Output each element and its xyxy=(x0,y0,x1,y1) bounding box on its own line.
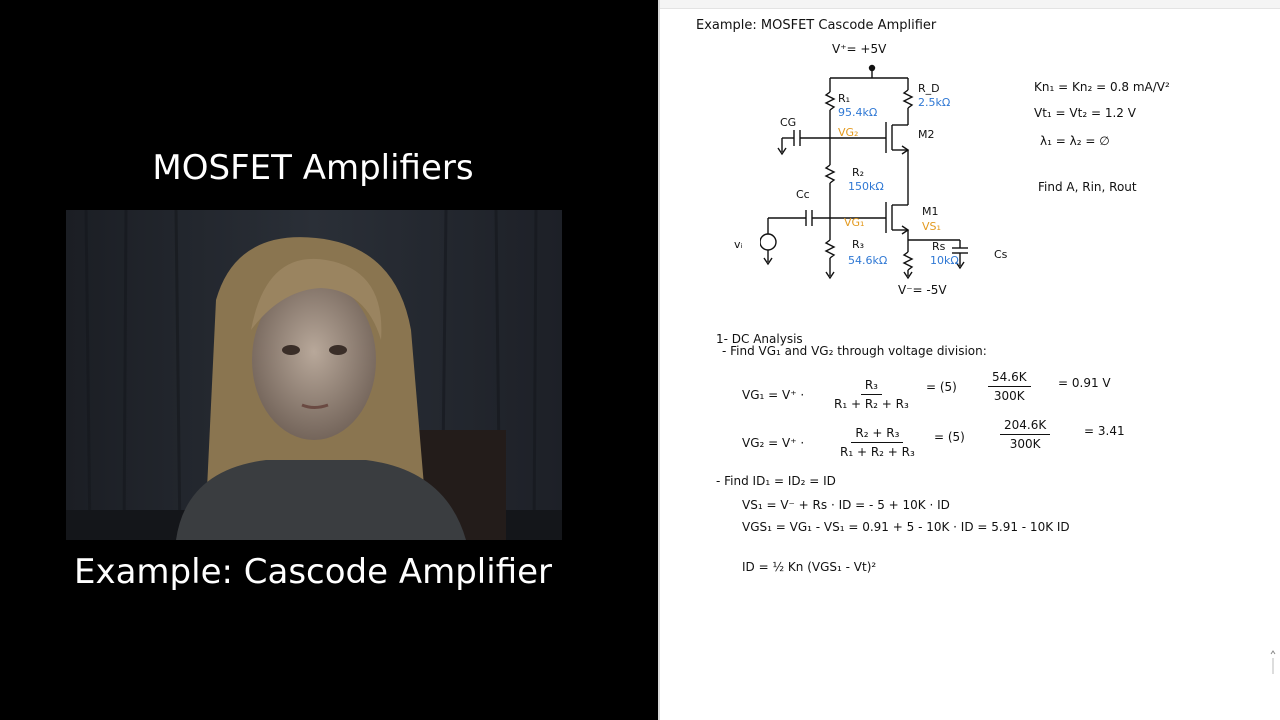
vg1-label: VG₁ xyxy=(844,216,865,229)
eq1-denominator: R₁ + R₂ + R₃ xyxy=(834,397,909,411)
vg2-label: VG₂ xyxy=(838,126,859,139)
eq3: VS₁ = V⁻ + Rs · ID = - 5 + 10K · ID xyxy=(742,498,950,512)
rd-label: R_D xyxy=(918,82,940,95)
m1-label: M1 xyxy=(922,205,939,218)
eq1-numerator: R₃ xyxy=(860,378,882,395)
param-kn: Kn₁ = Kn₂ = 0.8 mA/V² xyxy=(1034,80,1170,94)
eq1-result: = 0.91 V xyxy=(1058,376,1111,390)
eq2-denominator2: 300K xyxy=(1009,437,1041,451)
r3-value: 54.6kΩ xyxy=(848,254,888,267)
eq1-lhs: VG₁ = V⁺ · xyxy=(742,388,805,402)
r2-value: 150kΩ xyxy=(848,180,884,193)
eq1-fraction: R₃ R₁ + R₂ + R₃ xyxy=(830,378,913,411)
presenter-image xyxy=(66,210,562,540)
cg-label: CG xyxy=(780,116,797,129)
r2-label: R₂ xyxy=(852,166,865,179)
r1-value: 95.4kΩ xyxy=(838,106,878,119)
eq1-mid: = (5) xyxy=(926,380,957,394)
cascode-circuit-diagram xyxy=(760,64,968,280)
r3-label: R₃ xyxy=(852,238,865,251)
eq2-numerator: R₂ + R₃ xyxy=(851,426,904,443)
param-lambda: λ₁ = λ₂ = ∅ xyxy=(1040,134,1110,148)
slide-title: MOSFET Amplifiers xyxy=(152,148,474,188)
eq2-fraction2: 204.6K 300K xyxy=(1000,418,1051,451)
webcam-video xyxy=(66,210,562,540)
analysis-step2: - Find ID₁ = ID₂ = ID xyxy=(716,474,836,488)
eq1-fraction2: 54.6K 300K xyxy=(988,370,1031,403)
rs-value: 10kΩ xyxy=(930,254,959,267)
r1-label: R₁ xyxy=(838,92,851,105)
notes-heading: Example: MOSFET Cascode Amplifier xyxy=(696,18,937,33)
m2-label: M2 xyxy=(918,128,935,141)
analysis-step1: - Find VG₁ and VG₂ through voltage divis… xyxy=(722,344,987,358)
eq1-denominator2: 300K xyxy=(993,389,1025,403)
vplus-label: V⁺= +5V xyxy=(832,42,887,56)
vi-label: vᵢ xyxy=(734,238,743,251)
eq2-denominator: R₁ + R₂ + R₃ xyxy=(840,445,915,459)
scroll-indicator[interactable] xyxy=(1270,650,1276,680)
slide-panel: MOSFET Amplifiers xyxy=(66,148,562,592)
param-vt: Vt₁ = Vt₂ = 1.2 V xyxy=(1034,106,1136,120)
analysis-heading: 1- DC Analysis xyxy=(716,332,803,346)
eq2-fraction: R₂ + R₃ R₁ + R₂ + R₃ xyxy=(836,426,919,459)
rs-label: Rs xyxy=(932,240,946,253)
eq2-numerator2: 204.6K xyxy=(1000,418,1051,435)
eq1-numerator2: 54.6K xyxy=(988,370,1031,387)
slide-subtitle: Example: Cascode Amplifier xyxy=(73,552,553,592)
eq5: ID = ½ Kn (VGS₁ - Vt)² xyxy=(742,560,877,574)
eq4: VGS₁ = VG₁ - VS₁ = 0.91 + 5 - 10K · ID =… xyxy=(742,520,1070,534)
cs-label: Cs xyxy=(994,248,1008,261)
rd-value: 2.5kΩ xyxy=(918,96,951,109)
vs1-label: VS₁ xyxy=(922,220,941,233)
eq2-mid: = (5) xyxy=(934,430,965,444)
find-targets: Find A, Rin, Rout xyxy=(1038,180,1137,194)
notes-toolbar[interactable] xyxy=(660,0,1280,9)
cc-label: Cc xyxy=(796,188,810,201)
eq2-result: = 3.41 xyxy=(1084,424,1125,438)
eq2-lhs: VG₂ = V⁺ · xyxy=(742,436,805,450)
notes-page[interactable]: Example: MOSFET Cascode Amplifier xyxy=(658,0,1280,720)
vminus-label: V⁻= -5V xyxy=(898,283,947,297)
